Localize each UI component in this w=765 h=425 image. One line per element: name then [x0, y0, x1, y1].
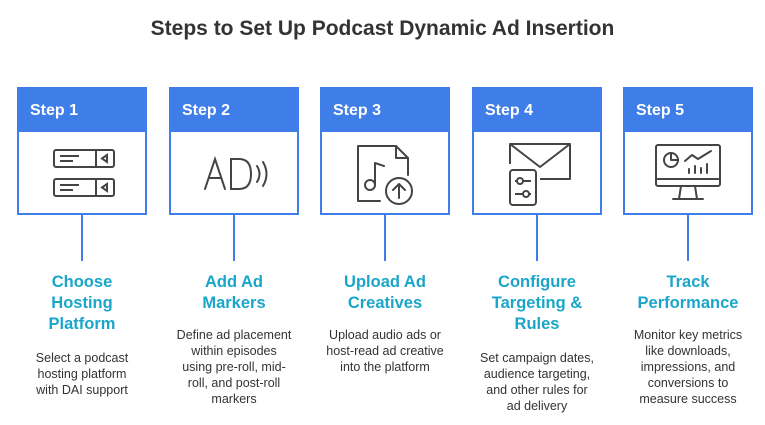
- step-5-connector: [687, 215, 689, 261]
- mail-settings-icon: [509, 143, 571, 206]
- ad-audio-icon: [204, 155, 268, 190]
- step-4-label: Step 4: [474, 89, 600, 132]
- step-2-label: Step 2: [171, 89, 297, 132]
- step-3-card: Step 3: [320, 87, 450, 215]
- diagram-title: Steps to Set Up Podcast Dynamic Ad Inser…: [150, 17, 615, 40]
- server-rack-icon: [53, 149, 115, 197]
- step-1-card: Step 1: [17, 87, 147, 215]
- step-3-connector: [384, 215, 386, 261]
- step-4-description: Set campaign dates,audience targeting,an…: [480, 351, 594, 413]
- analytics-monitor-icon: [655, 144, 721, 200]
- step-4-card: Step 4: [472, 87, 602, 215]
- step-1-label: Step 1: [19, 89, 145, 132]
- step-5-label: Step 5: [625, 89, 751, 132]
- step-5-card: Step 5: [623, 87, 753, 215]
- step-1-connector: [81, 215, 83, 261]
- step-2-connector: [233, 215, 235, 261]
- audio-upload-icon: [357, 145, 413, 205]
- step-2-card: Step 2: [169, 87, 299, 215]
- step-3-label: Step 3: [322, 89, 448, 132]
- step-4-connector: [536, 215, 538, 261]
